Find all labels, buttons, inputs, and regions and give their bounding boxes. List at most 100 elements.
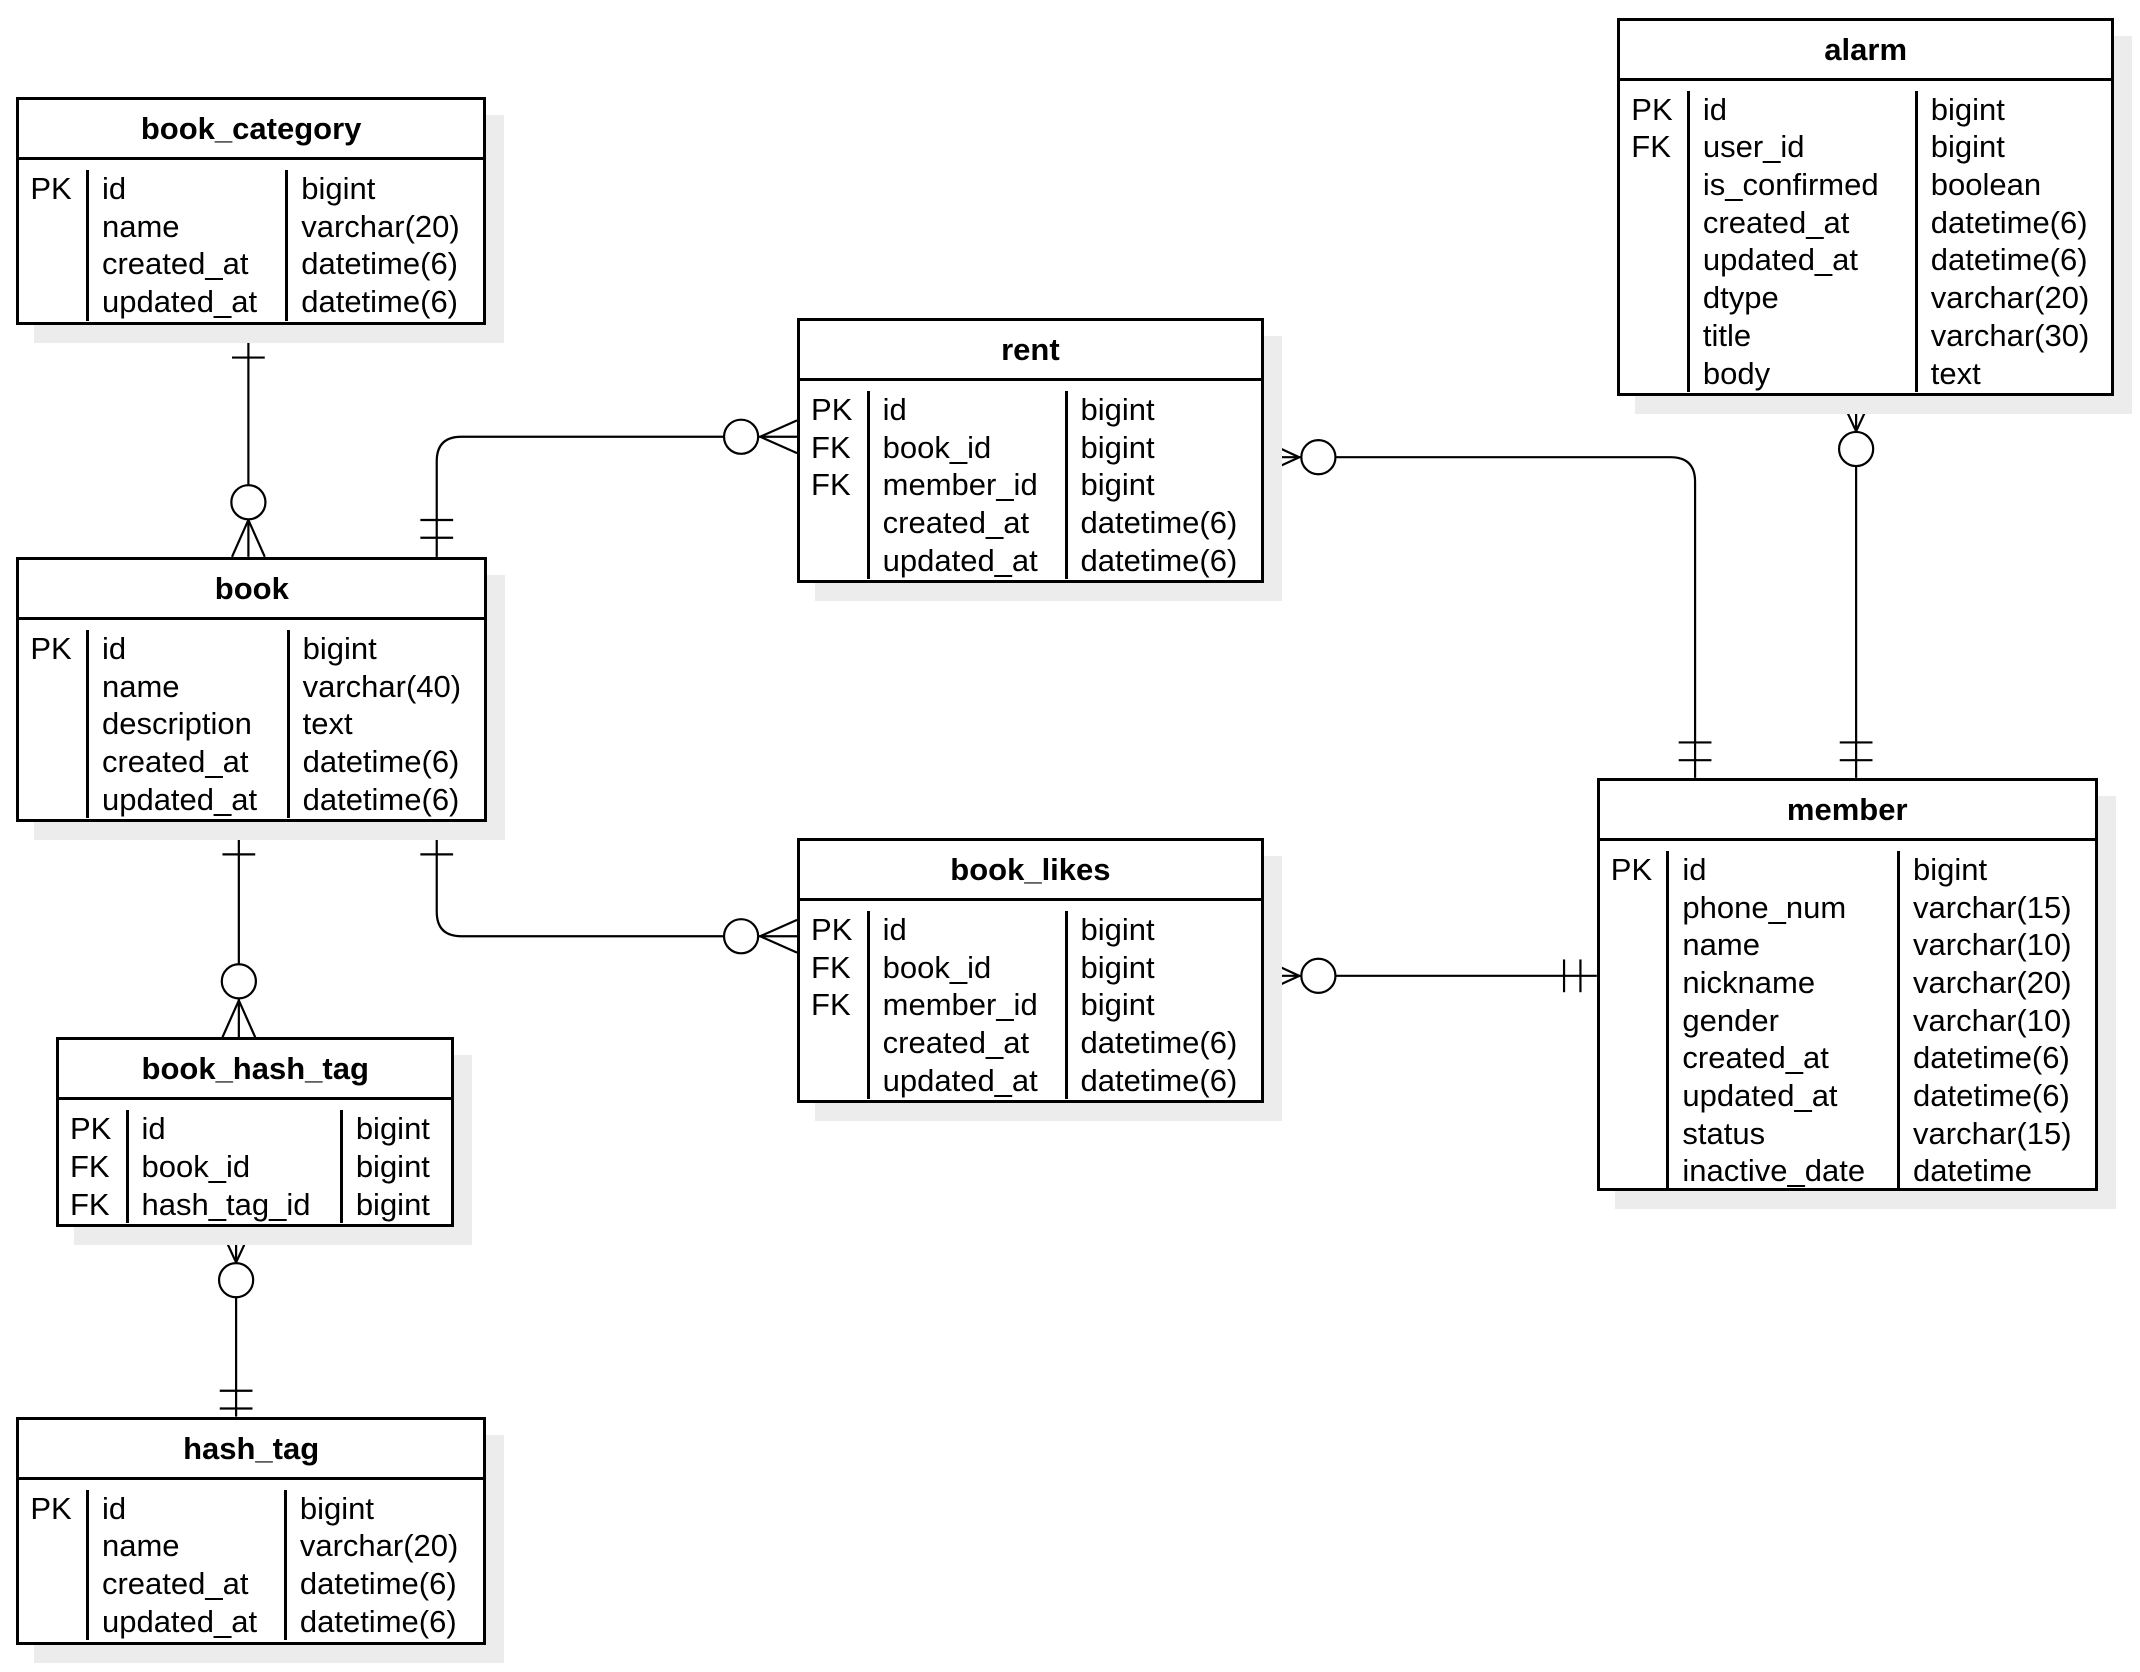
entity-title: rent [800, 321, 1261, 381]
column-name: created_at [866, 504, 1065, 542]
relationship-member-alarm [1837, 395, 1875, 778]
column-key [19, 743, 86, 781]
column-key: PK [30, 170, 72, 206]
relationship-book-rent [420, 418, 798, 557]
column-type: bigint [1897, 850, 2095, 889]
column-key: PK [811, 911, 853, 947]
column-key [1600, 889, 1667, 927]
column-key [1600, 1115, 1667, 1153]
column-type: bigint [1064, 390, 1261, 429]
column-key: FK [811, 429, 851, 465]
column-name: description [85, 705, 287, 743]
column-key: FK [811, 467, 851, 503]
column-name: created_at [85, 1565, 284, 1603]
column-name: user_id [1686, 128, 1915, 167]
column-type: datetime(6) [1064, 1024, 1261, 1062]
column-name: id [125, 1110, 340, 1148]
column-name: updated_at [1666, 1077, 1897, 1115]
entity-title: book [19, 560, 485, 620]
column-type: bigint [339, 1147, 452, 1186]
column-type: boolean [1914, 166, 2111, 204]
column-key [1620, 166, 1687, 204]
column-key [1620, 204, 1687, 242]
column-type: datetime(6) [1064, 504, 1261, 542]
column-key [19, 781, 86, 819]
column-key: FK [811, 949, 851, 985]
column-type: datetime(6) [286, 742, 485, 781]
column-name: dtype [1686, 279, 1915, 317]
relationship-book_category-book [230, 324, 267, 558]
column-type: varchar(40) [286, 667, 485, 706]
column-key [19, 208, 86, 246]
column-key [1600, 1002, 1667, 1040]
column-name: name [85, 667, 287, 706]
entity-title: book_likes [800, 841, 1261, 901]
column-type: bigint [285, 169, 483, 208]
column-key: FK [69, 1186, 110, 1222]
column-type: bigint [339, 1110, 452, 1148]
column-type: bigint [1064, 986, 1261, 1025]
column-key: PK [69, 1111, 112, 1147]
relationship-member-book_likes [1263, 957, 1597, 994]
column-key [1600, 964, 1667, 1002]
column-name: book_id [866, 948, 1065, 987]
column-name: id [85, 169, 285, 208]
column-key [19, 1565, 86, 1603]
column-name: nickname [1666, 963, 1897, 1002]
column-key [19, 245, 86, 283]
column-type: datetime(6) [1064, 1061, 1261, 1100]
relationship-member-rent [1263, 439, 1712, 778]
column-name: updated_at [866, 541, 1065, 580]
column-type: datetime(6) [1897, 1039, 2095, 1078]
entity-title: alarm [1620, 21, 2112, 81]
column-type: bigint [339, 1185, 452, 1224]
column-key [800, 504, 867, 542]
relationship-book-book_hash_tag [220, 821, 257, 1038]
column-key [19, 283, 86, 321]
column-type: text [1914, 354, 2111, 393]
column-type: datetime(6) [285, 245, 483, 283]
column-name: id [85, 1489, 284, 1528]
entity-title: book_hash_tag [58, 1040, 452, 1101]
column-key [19, 1603, 86, 1641]
column-key: PK [30, 630, 72, 666]
column-name: id [85, 629, 287, 668]
column-name: name [85, 1527, 284, 1566]
entity-title: member [1599, 781, 2095, 841]
column-type: datetime [1897, 1152, 2095, 1191]
column-type: bigint [1064, 948, 1261, 987]
entity-title: book_category [19, 100, 483, 160]
column-key [1600, 1077, 1667, 1115]
column-type: bigint [1064, 466, 1261, 505]
column-type: datetime(6) [1064, 541, 1261, 580]
column-name: created_at [85, 742, 287, 781]
column-key [1600, 1039, 1667, 1077]
column-type: bigint [1914, 128, 2111, 167]
column-type: varchar(20) [1897, 963, 2095, 1002]
column-name: name [1666, 926, 1897, 964]
column-name: is_confirmed [1686, 166, 1915, 204]
column-key [1620, 317, 1687, 355]
column-name: body [1686, 354, 1915, 393]
column-type: datetime(6) [283, 1565, 483, 1603]
column-key [19, 1527, 86, 1565]
column-type: varchar(10) [1897, 926, 2095, 964]
column-name: phone_num [1666, 888, 1897, 927]
column-key [1600, 926, 1667, 964]
column-key [800, 542, 867, 580]
column-name: updated_at [866, 1061, 1065, 1100]
column-type: varchar(20) [1914, 279, 2111, 317]
column-name: updated_at [85, 282, 285, 321]
column-key: FK [811, 987, 851, 1023]
column-key [1600, 1152, 1667, 1190]
column-key [800, 1024, 867, 1062]
column-name: id [1666, 850, 1897, 889]
column-name: created_at [85, 245, 285, 283]
column-key [1620, 241, 1687, 279]
column-type: text [286, 705, 485, 743]
column-name: inactive_date [1666, 1152, 1897, 1191]
